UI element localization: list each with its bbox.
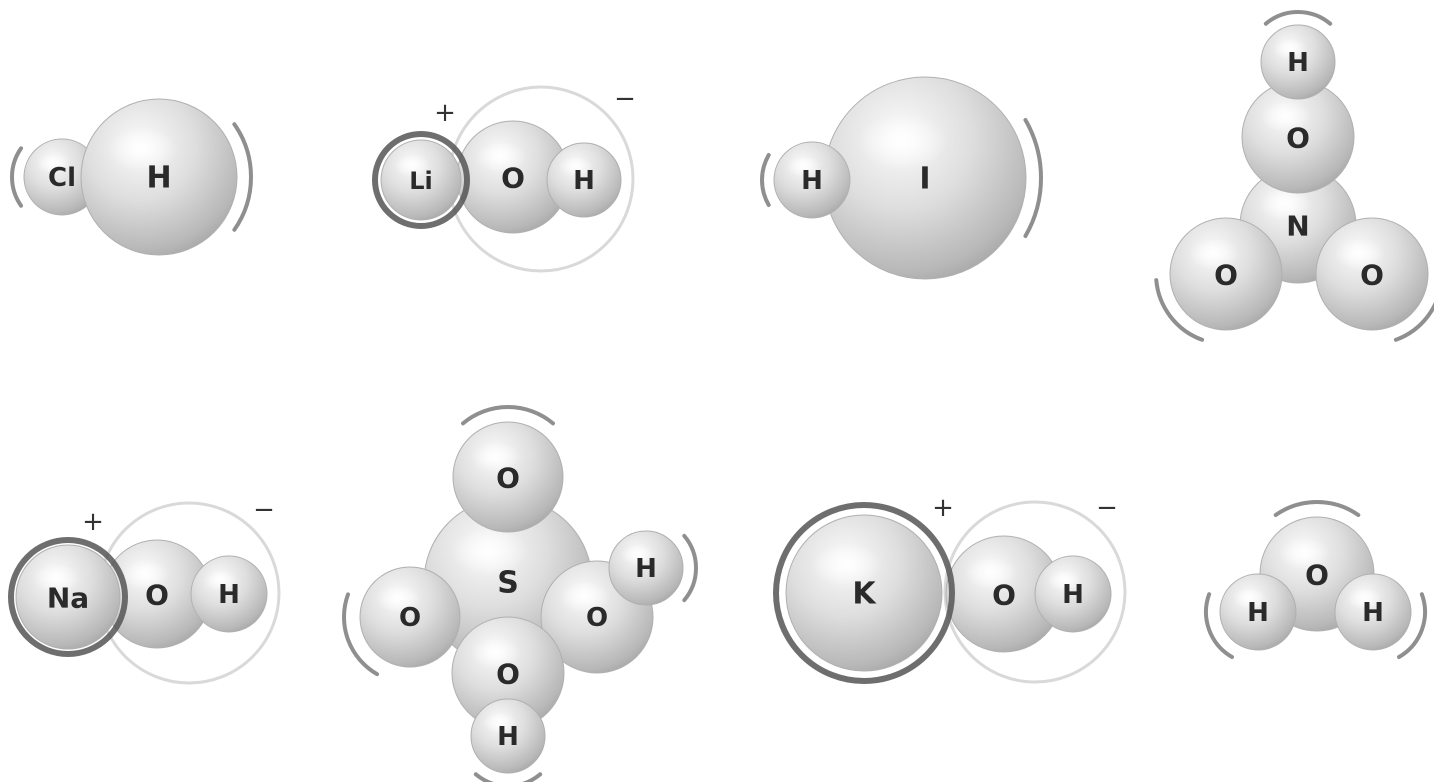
atom-h — [190, 555, 268, 633]
molecule-koh — [785, 514, 1112, 672]
atom-o — [452, 421, 564, 533]
atom-label: H — [635, 554, 657, 584]
atom-label: H — [218, 580, 240, 610]
shadow-arc — [1263, 10, 1333, 26]
shadow-arc — [232, 122, 253, 232]
atom-label: O — [586, 603, 608, 633]
positive-charge-label: + — [932, 493, 954, 523]
shadow-arc — [1154, 278, 1205, 342]
atom-label: O — [1305, 559, 1329, 592]
atom-h — [80, 98, 238, 256]
atom-h — [773, 141, 851, 219]
cation-ring — [8, 537, 128, 657]
molecule-h2so4 — [359, 421, 684, 774]
atom-o — [102, 539, 212, 649]
molecule-lioh — [380, 120, 622, 234]
positive-charge-label: + — [434, 98, 456, 128]
shadow-arc — [1397, 592, 1427, 660]
shadow-arc — [473, 772, 543, 782]
cation-ring — [372, 131, 470, 229]
atom-label: O — [992, 579, 1016, 612]
atom-label: Cl — [48, 163, 76, 193]
atom-label: O — [1286, 122, 1310, 155]
molecule-hcl — [23, 98, 238, 256]
atom-label: O — [399, 603, 421, 633]
shadow-arc — [10, 146, 24, 208]
negative-charge-label: − — [253, 495, 275, 525]
atom-label: H — [1247, 598, 1269, 628]
molecule-naoh — [15, 539, 268, 650]
atom-o — [945, 535, 1063, 653]
atom-cl — [23, 138, 101, 216]
atom-label: O — [496, 658, 520, 691]
atom-h — [1334, 573, 1412, 651]
shadow-arc — [682, 533, 698, 603]
shadow-arc — [1023, 118, 1043, 238]
atom-o — [1169, 217, 1283, 331]
atom-h — [1219, 573, 1297, 651]
molecule-hi — [773, 76, 1027, 280]
anion-shell — [943, 500, 1127, 684]
atom-h — [546, 142, 622, 218]
atom-label: Li — [409, 167, 433, 195]
atom-o — [359, 566, 461, 668]
atom-na — [15, 544, 121, 650]
atom-label: Na — [47, 582, 89, 615]
cation-ring — [773, 502, 955, 684]
atom-li — [380, 139, 462, 221]
atom-label: H — [1362, 598, 1384, 628]
positive-charge-label: + — [82, 507, 104, 537]
atom-label: K — [852, 577, 877, 612]
molecule-h2o — [1219, 516, 1412, 651]
atom-i — [823, 76, 1027, 280]
shadow-arc — [760, 153, 771, 207]
shadow-arc — [342, 592, 379, 677]
shadow-arc — [1393, 301, 1434, 342]
shadow-arc — [1204, 592, 1234, 660]
atom-label: O — [496, 462, 520, 495]
atom-o — [1315, 217, 1429, 331]
molecule-hno3 — [1169, 24, 1429, 331]
atom-label: S — [497, 566, 519, 601]
atom-label: H — [497, 722, 519, 752]
atom-k — [785, 514, 943, 672]
atom-label: H — [1287, 48, 1309, 78]
atom-h — [470, 698, 546, 774]
atom-label: O — [1360, 259, 1384, 292]
shadow-arc — [1273, 500, 1361, 518]
negative-charge-label: − — [614, 84, 636, 114]
atom-o — [456, 120, 570, 234]
shadow-arc — [461, 405, 555, 426]
atom-h — [608, 530, 684, 606]
atom-h — [1260, 24, 1336, 100]
atom-h — [1034, 555, 1112, 633]
atom-label: H — [573, 166, 595, 196]
atom-label: O — [1214, 259, 1238, 292]
atom-label: H — [146, 161, 171, 196]
atom-label: O — [501, 162, 525, 195]
atom-label: H — [801, 166, 823, 196]
negative-charge-label: − — [1096, 493, 1118, 523]
atom-label: N — [1286, 210, 1309, 243]
atom-label: I — [919, 162, 930, 197]
atom-label: O — [145, 579, 169, 612]
atom-label: H — [1062, 580, 1084, 610]
